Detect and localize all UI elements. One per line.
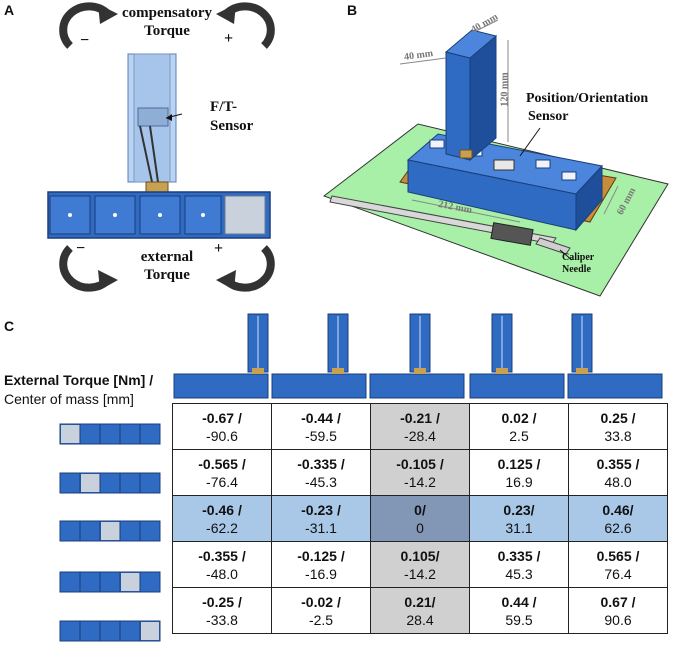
position-sensor-label-line2: Sensor: [528, 109, 569, 124]
external-arrow-right-head-icon: [216, 270, 236, 290]
table-cell: 0.25 /33.8: [568, 403, 668, 450]
external-arrow-right-icon: [223, 245, 275, 292]
weight-config-row-1: [59, 423, 161, 445]
table-cell: 0/0: [370, 495, 470, 542]
compensatory-torque-label: compensatory Torque: [97, 4, 237, 40]
compensatory-label-line2: Torque: [144, 23, 190, 39]
table-cell: -0.46 /-62.2: [172, 495, 272, 542]
table-row: -0.25 /-33.8 -0.02 /-2.5 0.21/28.4 0.44 …: [172, 587, 668, 634]
table-cell: -0.25 /-33.8: [172, 587, 272, 634]
external-label-line1: external: [140, 249, 194, 265]
table-cell: 0.21/28.4: [370, 587, 470, 634]
caliper-needle-label: Caliper Needle: [562, 252, 594, 276]
table-cell: 0.335 /45.3: [469, 541, 569, 588]
bottom-minus-sign: −: [76, 240, 86, 257]
ft-sensor-label-line1: F/T-: [210, 99, 237, 115]
table-cell: 0.105/-14.2: [370, 541, 470, 588]
position-sensor: [493, 159, 515, 171]
table-cell: -0.02 /-2.5: [271, 587, 371, 634]
bottom-plus-sign: +: [214, 240, 224, 257]
weight-config-row-4: [59, 571, 161, 593]
table-header-com: Center of mass [mm]: [4, 391, 134, 407]
table-cell: 0.355 /48.0: [568, 449, 668, 496]
external-torque-label: external Torque: [97, 248, 237, 284]
table-cell: 0.125 /16.9: [469, 449, 569, 496]
compensatory-arrow-left-head-icon: [98, 4, 118, 24]
external-arrow-left-icon: [59, 245, 111, 292]
compensatory-label-line1: compensatory: [122, 5, 212, 21]
weight-config-row-5: [59, 620, 161, 642]
table-row: -0.355 /-48.0 -0.125 /-16.9 0.105/-14.2 …: [172, 541, 668, 588]
top-plus-sign: +: [224, 30, 234, 47]
weight-config-row-2: [59, 472, 161, 494]
table-cell: 0.46/62.6: [568, 495, 668, 542]
blue-box-side: [575, 164, 603, 232]
table-cell: 0.02 /2.5: [469, 403, 569, 450]
table-header-torque: External Torque [Nm] /: [4, 372, 154, 388]
ft-sensor-label: F/T- Sensor: [210, 98, 253, 136]
caliper-slider: [490, 222, 534, 246]
table-row: -0.565 /-76.4 -0.335 /-45.3 -0.105 /-14.…: [172, 449, 668, 496]
table-cell: -0.335 /-45.3: [271, 449, 371, 496]
table-cell: 0.565 /76.4: [568, 541, 668, 588]
panel-c-label: C: [4, 318, 15, 334]
table-cell: -0.105 /-14.2: [370, 449, 470, 496]
external-arrow-left-head-icon: [98, 270, 118, 290]
table-cell: -0.44 /-59.5: [271, 403, 371, 450]
table-row: -0.67 /-90.6 -0.44 /-59.5 -0.21 /-28.4 0…: [172, 403, 668, 450]
ft-sensor-label-line2: Sensor: [210, 118, 254, 134]
table-cell: -0.21 /-28.4: [370, 403, 470, 450]
table-cell: 0.23/31.1: [469, 495, 569, 542]
panel-a-label: A: [4, 2, 15, 18]
column-top: [444, 29, 498, 59]
table-row: -0.46 /-62.2 -0.23 /-31.1 0/0 0.23/31.1 …: [172, 495, 668, 542]
table-cell: -0.23 /-31.1: [271, 495, 371, 542]
table-cell: -0.565 /-76.4: [172, 449, 272, 496]
table-cell: 0.44 /59.5: [469, 587, 569, 634]
weight-config-row-3: [59, 520, 161, 542]
external-label-line2: Torque: [144, 267, 190, 283]
position-sensor-label-line1: Position/Orientation: [526, 91, 649, 106]
panel-b-label: B: [347, 2, 358, 18]
torque-com-table: -0.67 /-90.6 -0.44 /-59.5 -0.21 /-28.4 0…: [172, 403, 668, 634]
table-cell: -0.67 /-90.6: [172, 403, 272, 450]
table-cell: -0.355 /-48.0: [172, 541, 272, 588]
top-minus-sign: −: [80, 32, 90, 49]
gray-weight-block: [224, 195, 266, 235]
caliper-needle: [535, 237, 571, 255]
table-cell: 0.67 /90.6: [568, 587, 668, 634]
caliper-label-line2: Needle: [562, 264, 591, 275]
table-cell: -0.125 /-16.9: [271, 541, 371, 588]
position-sensor-label: Position/Orientation Sensor: [526, 90, 648, 126]
caliper-label-line1: Caliper: [562, 252, 595, 263]
compensatory-arrow-right-head-icon: [216, 4, 236, 24]
